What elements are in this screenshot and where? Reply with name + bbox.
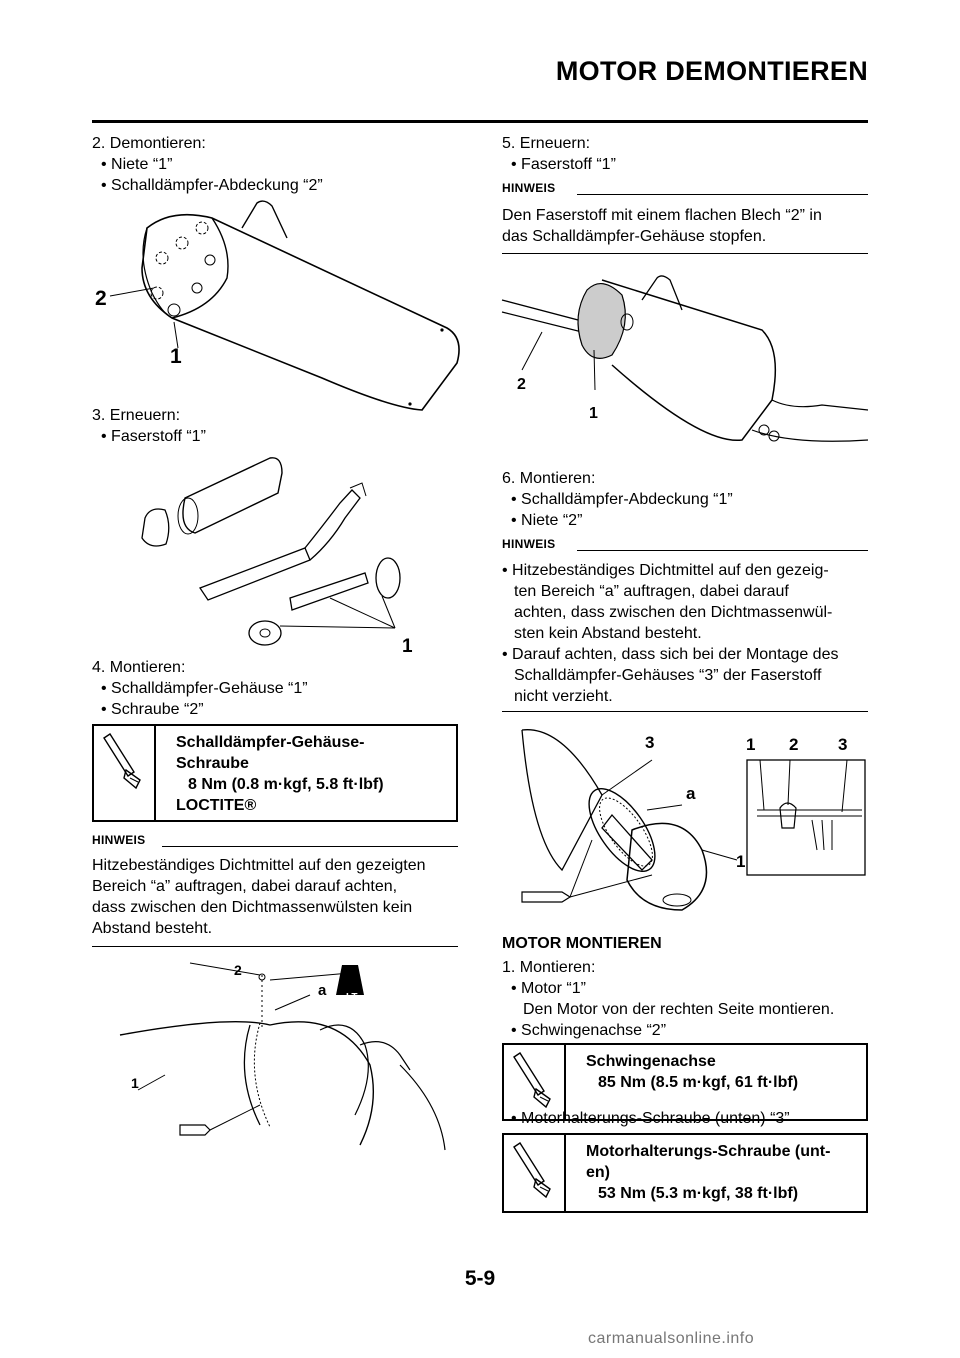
- spec2-line-2: 85 Nm (8.5 m·kgf, 61 ft·lbf): [598, 1074, 799, 1091]
- note1-end-rule: [502, 253, 868, 254]
- step-6-item-2: • Niete “2”: [511, 512, 583, 529]
- fig5-label-1: 1: [736, 852, 746, 871]
- spec2-text: Schwingenachse 85 Nm (8.5 m·kgf, 61 ft·l…: [586, 1051, 798, 1093]
- step-6-item-1: • Schalldämpfer-Abdeckung “1”: [511, 491, 733, 508]
- note1-line-2: das Schalldämpfer-Gehäuse stopfen.: [502, 228, 767, 245]
- step-2-item-2: • Schalldämpfer-Abdeckung “2”: [101, 177, 323, 194]
- note1-label-rule: [577, 194, 868, 195]
- note2-label: HINWEIS: [502, 537, 556, 551]
- note2-line-3: achten, dass zwischen den Dichtmassenwül…: [514, 604, 833, 621]
- inset-label-1: 1: [746, 735, 756, 754]
- spec1-line-3: 8 Nm (0.8 m·kgf, 5.8 ft·lbf): [188, 776, 384, 793]
- fiber-stuffing-illustration: [501, 275, 869, 442]
- fig5-label-a: a: [686, 784, 696, 803]
- step-4-item-2: • Schraube “2”: [101, 701, 204, 718]
- torque-wrench-icon: [504, 1135, 566, 1211]
- note1-line-1: Den Faserstoff mit einem flachen Blech “…: [502, 207, 822, 224]
- spec3-text: Motorhalterungs-Schraube (unt- en) 53 Nm…: [586, 1141, 830, 1204]
- note2-end-rule: [502, 711, 868, 712]
- cover-install-illustration: [521, 729, 866, 911]
- torque-wrench-icon: [94, 726, 156, 820]
- fig2-label-1: 1: [402, 636, 413, 657]
- note1-label: HINWEIS: [502, 181, 556, 195]
- torque-spec-box-swingarm: Schwingenachse 85 Nm (8.5 m·kgf, 61 ft·l…: [502, 1043, 868, 1121]
- spec1-line-4: LOCTITE®: [176, 797, 257, 814]
- note2-label-rule: [577, 550, 868, 551]
- step-2-item-1: • Niete “1”: [101, 156, 173, 173]
- spec1-text: Schalldämpfer-Gehäuse- Schraube 8 Nm (0.…: [176, 732, 384, 816]
- note2-line-4: sten kein Abstand besteht.: [514, 625, 702, 642]
- step-4-title: 4. Montieren:: [92, 659, 186, 676]
- step-4-item-1: • Schalldämpfer-Gehäuse “1”: [101, 680, 308, 697]
- step-5-item-1: • Faserstoff “1”: [511, 156, 616, 173]
- note-left-line-4: Abstand besteht.: [92, 920, 213, 937]
- step-1-item-3: • Motorhalterungs-Schraube (unten) “3”: [511, 1110, 790, 1127]
- fig3-label-a: a: [318, 982, 327, 999]
- step-1-item-1: • Motor “1”: [511, 980, 586, 997]
- note2-line-7: nicht verzieht.: [514, 688, 613, 705]
- spec1-line-2: Schraube: [176, 755, 249, 772]
- torque-spec-box-muffler-bolt: Schalldämpfer-Gehäuse- Schraube 8 Nm (0.…: [92, 724, 458, 822]
- note2-line-1: • Hitzebeständiges Dichtmittel auf den g…: [502, 562, 829, 579]
- spec3-line-2: en): [586, 1164, 610, 1181]
- loctite-badge: LT: [346, 992, 358, 1003]
- note-label-left: HINWEIS: [92, 833, 146, 847]
- torque-wrench-icon: [504, 1045, 566, 1119]
- spec3-line-3: 53 Nm (5.3 m·kgf, 38 ft·lbf): [598, 1185, 799, 1202]
- torque-spec-box-engine-mount: Motorhalterungs-Schraube (unt- en) 53 Nm…: [502, 1133, 868, 1213]
- step-1-title: 1. Montieren:: [502, 959, 596, 976]
- step-5-title: 5. Erneuern:: [502, 135, 591, 152]
- note-label-rule: [162, 846, 458, 847]
- note2-line-5: • Darauf achten, dass sich bei der Monta…: [502, 646, 839, 663]
- note-left-line-2: Bereich “a” auftragen, dabei darauf acht…: [92, 878, 398, 895]
- note-end-rule: [92, 946, 458, 947]
- watermark: carmanualsonline.info: [588, 1330, 755, 1347]
- inset-label-2: 2: [789, 735, 799, 754]
- step-1-item-2: • Schwingenachse “2”: [511, 1022, 667, 1039]
- header-rule: [92, 120, 868, 123]
- section-title: MOTOR MONTIEREN: [502, 935, 662, 952]
- step-3-item-1: • Faserstoff “1”: [101, 428, 206, 445]
- fig4-label-2: 2: [517, 376, 526, 393]
- step-6-title: 6. Montieren:: [502, 470, 596, 487]
- spec1-line-1: Schalldämpfer-Gehäuse-: [176, 734, 365, 751]
- spec2-line-1: Schwingenachse: [586, 1053, 716, 1070]
- step-1-item-1-detail: Den Motor von der rechten Seite montiere…: [523, 1001, 835, 1018]
- fig3-label-2: 2: [234, 962, 242, 978]
- fig1-label-1: 1: [170, 345, 182, 368]
- page-title: MOTOR DEMONTIEREN: [555, 56, 868, 86]
- page-number: 5-9: [464, 1267, 496, 1290]
- fig1-label-2: 2: [95, 287, 107, 310]
- fig4-label-1: 1: [589, 405, 598, 422]
- fig5-label-3: 3: [645, 733, 655, 752]
- note-left-line-1: Hitzebeständiges Dichtmittel auf den gez…: [92, 857, 426, 874]
- note2-line-2: ten Bereich “a” auftragen, dabei darauf: [514, 583, 789, 600]
- note2-line-6: Schalldämpfer-Gehäuses “3” der Faserstof…: [514, 667, 822, 684]
- inset-label-3: 3: [838, 735, 848, 754]
- step-3-title: 3. Erneuern:: [92, 407, 181, 424]
- note-left-line-3: dass zwischen den Dichtmassenwülsten kei…: [92, 899, 413, 916]
- step-2-title: 2. Demontieren:: [92, 135, 206, 152]
- muffler-cover-illustration: [109, 200, 460, 411]
- spec3-line-1: Motorhalterungs-Schraube (unt-: [586, 1143, 831, 1160]
- fiber-parts-illustration: [141, 457, 401, 646]
- fig3-label-1: 1: [131, 1075, 139, 1091]
- sealant-illustration: [119, 962, 446, 1151]
